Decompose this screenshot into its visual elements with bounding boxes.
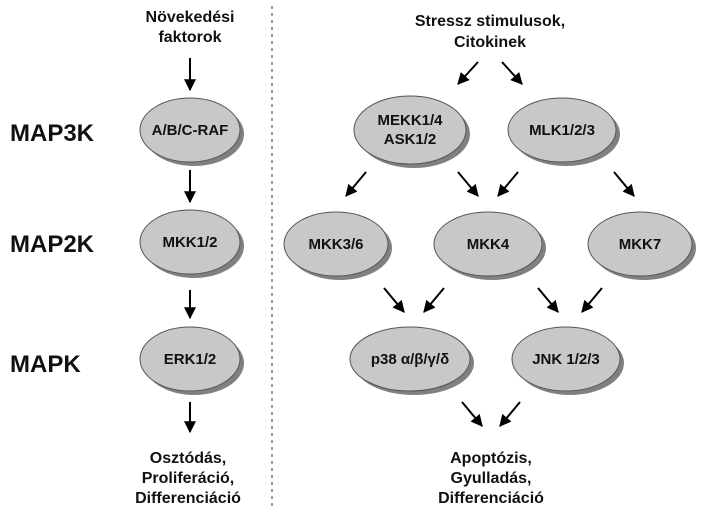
left-input-line-1: Növekedési [146, 9, 235, 26]
level-label-map3k: MAP3K [10, 120, 95, 147]
node-p38-label: p38 α/β/γ/δ [371, 351, 449, 368]
arrow-mekk-to-mkk4 [457, 171, 479, 197]
node-mekk-ask: MEKK1/4 ASK1/2 [353, 95, 470, 168]
node-raf-label: A/B/C-RAF [152, 122, 229, 139]
arrow-jnk-to-output [499, 401, 521, 427]
arrows [184, 58, 635, 434]
node-mkk7: MKK7 [587, 211, 696, 280]
node-jnk-label: JNK 1/2/3 [532, 351, 600, 368]
arrow-stress-to-mekk [457, 61, 479, 85]
node-mkk1-2-label: MKK1/2 [162, 234, 217, 251]
node-mkk4: MKK4 [433, 211, 546, 280]
arrow-mkk4-to-p38 [423, 287, 445, 313]
arrow-p38-to-output [461, 401, 483, 427]
arrow-mkk7-to-jnk [581, 287, 603, 313]
right-output-line-1: Apoptózis, [450, 450, 532, 467]
right-input-line-1: Stressz stimulusok, [415, 13, 565, 30]
arrow-mlk-to-mkk4 [497, 171, 519, 197]
node-mkk3-6: MKK3/6 [283, 211, 392, 280]
level-label-mapk: MAPK [10, 351, 81, 378]
arrow-mkk4-to-jnk [537, 287, 559, 313]
node-mkk7-label: MKK7 [619, 236, 662, 253]
node-mlk: MLK1/2/3 [507, 97, 620, 166]
node-jnk: JNK 1/2/3 [511, 326, 624, 395]
node-p38: p38 α/β/γ/δ [349, 326, 474, 395]
node-mkk3-6-label: MKK3/6 [308, 236, 363, 253]
level-label-map2k: MAP2K [10, 231, 95, 258]
node-raf: A/B/C-RAF [139, 97, 244, 166]
right-output-line-3: Differenciáció [438, 490, 544, 507]
node-ask-label: ASK1/2 [384, 131, 437, 148]
node-mkk1-2: MKK1/2 [139, 209, 244, 278]
left-output-line-2: Proliferáció, [142, 470, 234, 487]
node-mkk4-label: MKK4 [467, 236, 510, 253]
arrow-mlk-to-mkk7 [613, 171, 635, 197]
node-mlk-label: MLK1/2/3 [529, 122, 595, 139]
right-input-line-2: Citokinek [454, 34, 526, 51]
arrow-mkk3-6-to-p38 [383, 287, 405, 313]
node-mekk-label: MEKK1/4 [377, 112, 443, 129]
left-input-line-2: faktorok [158, 29, 221, 46]
right-output-line-2: Gyulladás, [451, 470, 532, 487]
node-erk1-2-label: ERK1/2 [164, 351, 217, 368]
node-erk1-2: ERK1/2 [139, 326, 244, 395]
arrow-mekk-to-mkk3-6 [345, 171, 367, 197]
left-output-line-1: Osztódás, [150, 450, 226, 467]
arrow-stress-to-mlk [501, 61, 523, 85]
left-output-line-3: Differenciáció [135, 490, 241, 507]
